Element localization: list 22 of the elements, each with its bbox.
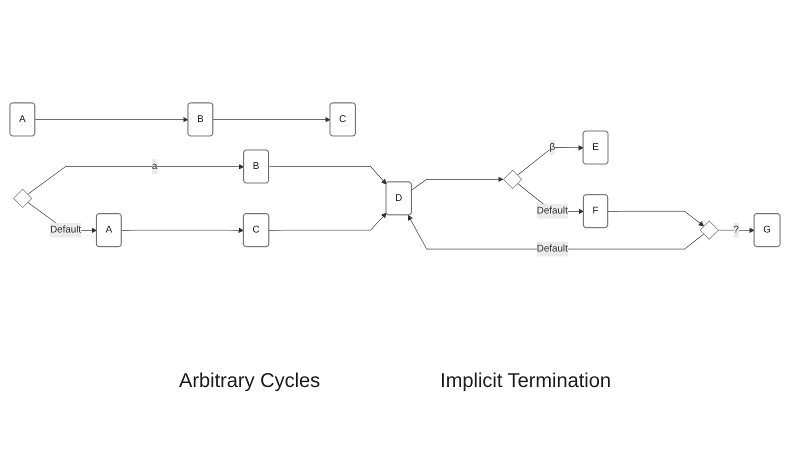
arrow <box>408 215 704 250</box>
caption-text: Implicit Termination <box>440 370 611 393</box>
edge-label: Default <box>536 206 568 216</box>
node-diamond <box>700 220 719 240</box>
arrow <box>121 228 244 234</box>
node-diamond <box>502 170 522 190</box>
caption-text: Arbitrary Cycles <box>179 370 320 393</box>
arrow <box>608 211 704 227</box>
edge-label: Default <box>536 244 568 254</box>
arrow <box>27 164 244 196</box>
edge-label: ? <box>733 224 739 236</box>
arrow <box>34 117 188 123</box>
edge-label: a <box>152 161 158 172</box>
arrow <box>268 166 387 185</box>
arrow <box>212 117 330 123</box>
arrow <box>411 177 504 191</box>
arrow <box>718 228 755 234</box>
edge-label: β <box>549 142 556 153</box>
arrow <box>517 145 584 176</box>
node-diamond <box>12 188 32 208</box>
arrow <box>268 213 387 232</box>
edge-label: Default <box>50 224 82 236</box>
